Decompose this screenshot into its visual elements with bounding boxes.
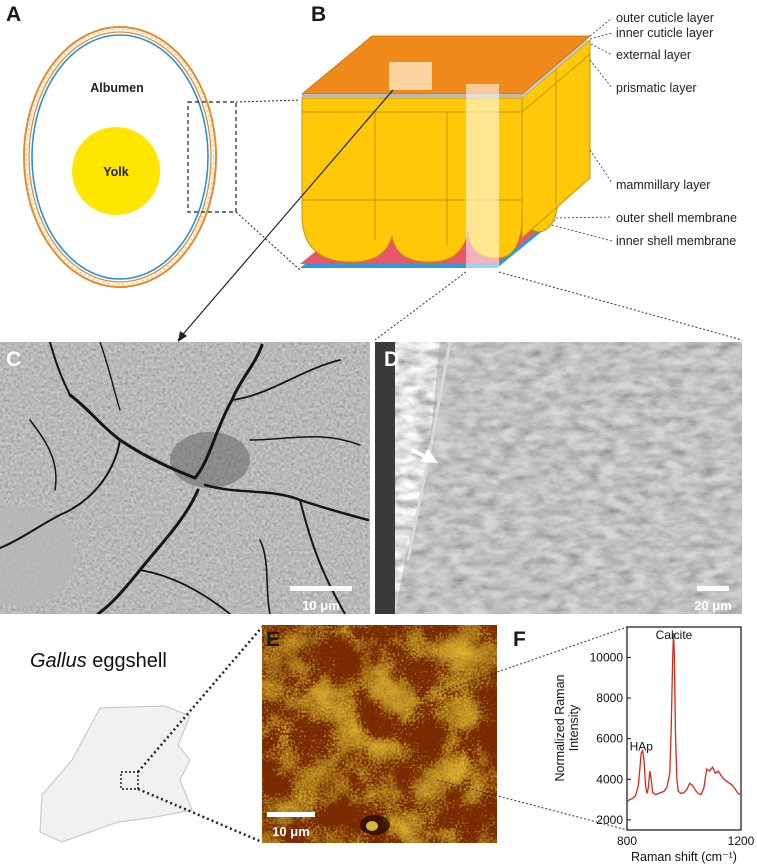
zoom-box-a — [187, 101, 237, 213]
raman-map-bright-spot — [366, 821, 378, 831]
panel-f-letter: F — [513, 628, 526, 651]
x-tick-label: 800 — [617, 834, 637, 848]
sample-title: Gallus eggshell — [30, 650, 167, 672]
yolk-label: Yolk — [103, 165, 129, 179]
scalebar-d-label: 20 μm — [694, 598, 732, 613]
eggshell-fragment — [39, 705, 193, 843]
panel-a: A Albumen Yolk — [6, 3, 301, 288]
cuticle-edge-bright — [430, 342, 452, 441]
x-axis-label: Raman shift (cm⁻¹) — [631, 850, 737, 864]
connector-to-d-left — [374, 271, 467, 341]
surface-cracks — [0, 342, 370, 614]
panel-d-letter: D — [384, 348, 399, 371]
section-highlight — [466, 84, 499, 270]
panel-b: B — [177, 3, 743, 342]
inner-cuticle-front — [302, 94, 522, 98]
peak-annotation: Calcite — [656, 628, 693, 642]
scalebar-c-label: 10 μm — [302, 598, 340, 613]
x-axis-ticks: 800 1200 — [617, 826, 755, 848]
y-axis-label-line1: Normalized Raman — [553, 674, 567, 781]
cuticle-arrow-head — [420, 449, 438, 463]
layer-label: mammillary layer — [616, 178, 710, 192]
y-tick-label: 8000 — [596, 691, 623, 705]
sample-title-rest: eggshell — [87, 650, 167, 672]
zoom-connector-top — [235, 99, 301, 103]
connector-to-f-top — [436, 626, 628, 694]
crack-center-shadow — [170, 432, 250, 488]
series-group — [627, 633, 741, 803]
layer-leaders — [551, 17, 613, 242]
sample-connector-top — [137, 626, 263, 773]
albumen-label: Albumen — [90, 81, 143, 95]
panel-e-letter: E — [266, 628, 280, 651]
surface-highlight — [389, 62, 432, 90]
y-axis-ticks: 2000 4000 6000 8000 10000 — [590, 650, 631, 827]
panel-c: C 10 μm — [0, 342, 370, 614]
y-tick-label: 2000 — [596, 813, 623, 827]
panel-e: E 10 μm — [262, 625, 628, 843]
annotations: HAp Calcite — [630, 628, 693, 754]
raman-map-image — [262, 625, 497, 843]
y-tick-label: 4000 — [596, 772, 623, 786]
sem-cross-section-image — [395, 342, 742, 614]
sem-cross-section-tint — [395, 342, 742, 614]
layer-label: prismatic layer — [616, 81, 697, 95]
layer-label: external layer — [616, 48, 691, 62]
connector-to-d-right — [498, 271, 743, 341]
x-tick-label: 1200 — [728, 834, 755, 848]
eggshell-inner-outline — [28, 31, 212, 283]
scalebar-e-label: 10 μm — [272, 824, 310, 839]
yolk — [72, 127, 160, 215]
scalebar-c — [290, 586, 352, 591]
peak-annotation: HAp — [630, 740, 654, 754]
y-tick-label: 10000 — [590, 650, 624, 664]
connector-to-f-bottom — [436, 779, 628, 831]
layer-labels: outer cuticle layer inner cuticle layer … — [616, 11, 737, 248]
y-axis-label-line2: Intensity — [567, 704, 581, 751]
layer-label: inner shell membrane — [616, 234, 736, 248]
debris-bottom-left — [0, 505, 75, 605]
sample-panel: Gallus eggshell — [30, 626, 263, 844]
plot-frame — [626, 626, 742, 831]
layer-label: outer shell membrane — [616, 211, 737, 225]
panel-b-letter: B — [311, 3, 326, 26]
arrow-head-c — [178, 331, 187, 342]
layer-label: outer cuticle layer — [616, 11, 714, 25]
raman-spectrum-line — [627, 633, 741, 803]
layer-label: inner cuticle layer — [616, 26, 713, 40]
panel-c-letter: C — [6, 348, 21, 371]
panel-a-letter: A — [6, 3, 21, 26]
sample-zoom-box — [120, 771, 139, 790]
panel-f: F 2000 4000 6000 8000 10000 800 1200 HAp Calci… — [513, 626, 755, 864]
arrow-to-c — [177, 89, 394, 341]
panel-d: D 20 μm — [375, 342, 742, 614]
scalebar-e — [267, 812, 315, 817]
y-tick-label: 6000 — [596, 732, 623, 746]
eggshell-inner-line — [26, 29, 214, 285]
scalebar-d — [697, 586, 729, 591]
eggshell-outline — [23, 26, 217, 288]
sample-genus: Gallus — [30, 650, 87, 672]
